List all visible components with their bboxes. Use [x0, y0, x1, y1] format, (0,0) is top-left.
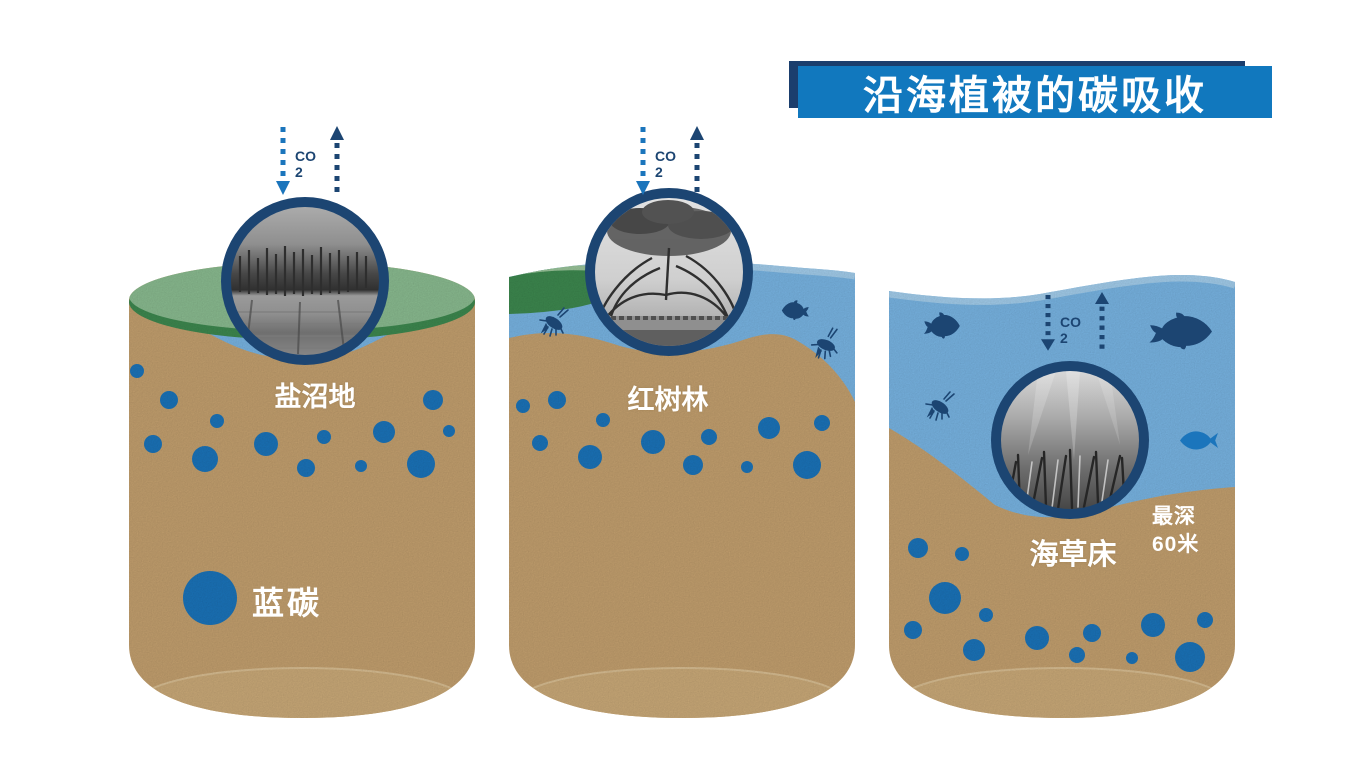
co2-down-arrow-icon	[636, 127, 650, 195]
blue-carbon-label: 蓝碳	[252, 585, 323, 621]
max-depth-value: 60米	[1152, 533, 1200, 556]
co2-label-mangrove: CO 2	[655, 148, 676, 180]
mangrove-label: 红树林	[627, 385, 709, 415]
seagrass-label: 海草床	[1029, 539, 1117, 571]
title-banner: 沿海植被的碳吸收	[798, 66, 1272, 118]
salt-marsh-photo	[231, 207, 379, 355]
seagrass-column	[889, 275, 1235, 718]
page-title: 沿海植被的碳吸收	[863, 74, 1207, 118]
max-depth-text: 最深	[1152, 505, 1196, 528]
salt-marsh-label: 盐沼地	[274, 382, 356, 412]
seagrass-photo	[1001, 371, 1139, 509]
max-depth-label: 最深 60米	[1152, 503, 1242, 559]
co2-label-seagrass: CO 2	[1060, 314, 1081, 346]
mangrove-photo	[595, 198, 743, 346]
mangrove-column	[509, 126, 855, 718]
co2-label-salt-marsh: CO 2	[295, 148, 316, 180]
co2-down-arrow-icon	[276, 127, 290, 195]
salt-marsh-column	[129, 126, 475, 718]
